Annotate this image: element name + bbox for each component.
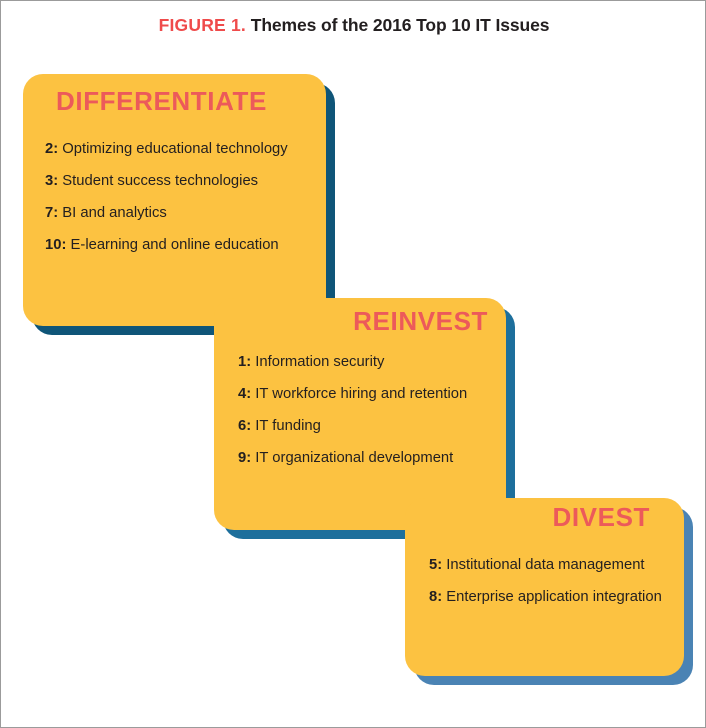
- item-text: E-learning and online education: [70, 236, 279, 253]
- item-number: 5:: [429, 557, 443, 573]
- item-text: Student success technologies: [62, 172, 259, 189]
- item-text: BI and analytics: [62, 204, 167, 221]
- list-item: 10: E-learning and online education: [45, 236, 312, 255]
- item-text: Enterprise application integration: [446, 588, 662, 605]
- item-text: IT funding: [255, 417, 321, 434]
- list-item: 9: IT organizational development: [238, 449, 492, 468]
- list-item: 2: Optimizing educational technology: [45, 140, 312, 159]
- item-number: 9:: [238, 449, 252, 466]
- item-number: 8:: [429, 588, 443, 605]
- card-items-divest: 5: Institutional data management 8: Ente…: [429, 556, 670, 620]
- list-item: 3: Student success technologies: [45, 172, 312, 191]
- figure-title: FIGURE 1. Themes of the 2016 Top 10 IT I…: [1, 15, 705, 36]
- theme-card-differentiate: DIFFERENTIATE 2: Optimizing educational …: [23, 74, 335, 335]
- item-text: IT organizational development: [255, 449, 454, 466]
- item-text: Optimizing educational technology: [62, 141, 288, 157]
- item-number: 4:: [238, 385, 252, 402]
- list-item: 5: Institutional data management: [429, 556, 670, 575]
- card-items-reinvest: 1: Information security 4: IT workforce …: [238, 353, 492, 481]
- item-text: Information security: [255, 354, 385, 370]
- list-item: 4: IT workforce hiring and retention: [238, 385, 492, 404]
- theme-card-divest: DIVEST 5: Institutional data management …: [405, 498, 693, 685]
- card-items-differentiate: 2: Optimizing educational technology 3: …: [45, 140, 312, 268]
- theme-card-reinvest: REINVEST 1: Information security 4: IT w…: [214, 298, 515, 539]
- item-number: 10:: [45, 236, 67, 253]
- list-item: 7: BI and analytics: [45, 204, 312, 223]
- list-item: 8: Enterprise application integration: [429, 588, 670, 607]
- item-number: 6:: [238, 417, 252, 434]
- item-number: 3:: [45, 172, 59, 189]
- figure-title-text: Themes of the 2016 Top 10 IT Issues: [250, 15, 550, 35]
- item-text: IT workforce hiring and retention: [255, 385, 468, 402]
- item-number: 2:: [45, 141, 59, 157]
- figure-number-label: FIGURE 1.: [158, 15, 246, 35]
- item-number: 7:: [45, 204, 59, 221]
- list-item: 1: Information security: [238, 353, 492, 372]
- card-heading-divest: DIVEST: [552, 502, 650, 532]
- card-body-reinvest: REINVEST 1: Information security 4: IT w…: [214, 298, 506, 530]
- list-item: 6: IT funding: [238, 417, 492, 436]
- card-heading-reinvest: REINVEST: [353, 306, 488, 336]
- item-number: 1:: [238, 354, 252, 370]
- item-text: Institutional data management: [446, 557, 645, 573]
- card-body-divest: DIVEST 5: Institutional data management …: [405, 498, 684, 676]
- card-body-differentiate: DIFFERENTIATE 2: Optimizing educational …: [23, 74, 326, 326]
- card-heading-differentiate: DIFFERENTIATE: [56, 86, 267, 116]
